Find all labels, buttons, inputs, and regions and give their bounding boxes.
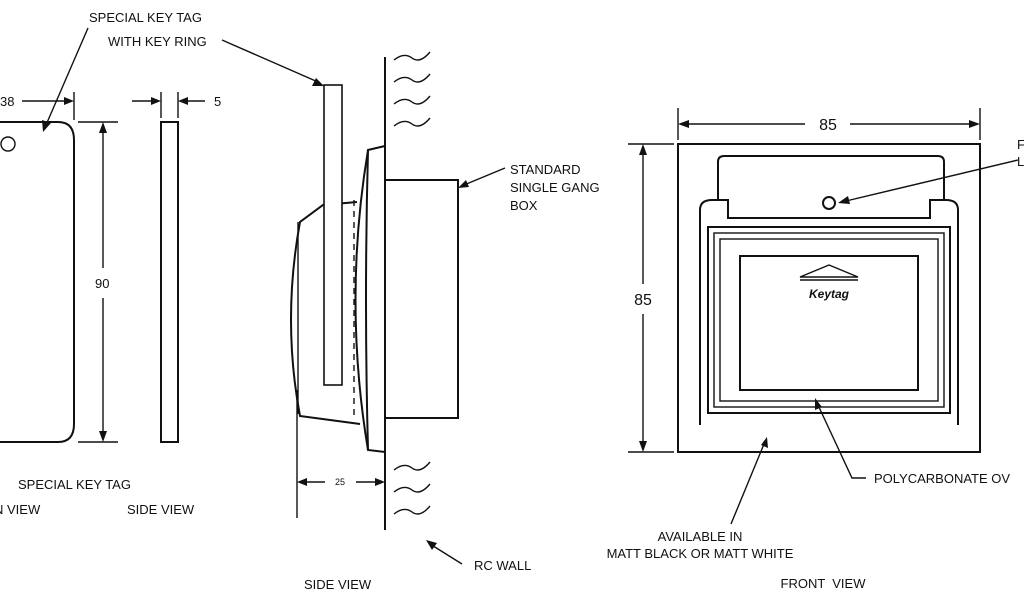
dim-front-width-value: 85 bbox=[819, 117, 837, 134]
window-frame-outer bbox=[707, 226, 951, 414]
key-tag-side-view bbox=[160, 121, 179, 443]
available-line1: AVAILABLE IN bbox=[658, 529, 743, 544]
switch-plate-side bbox=[290, 145, 386, 453]
tag-main-view-label: N VIEW bbox=[0, 502, 41, 517]
dim-front-height-value: 85 bbox=[634, 292, 652, 309]
dim-tag-thickness bbox=[132, 92, 205, 118]
led-label-2: L bbox=[1017, 154, 1024, 169]
key-tag-leader bbox=[45, 27, 89, 126]
front-view-label: FRONT VIEW bbox=[781, 576, 867, 591]
wall-section bbox=[384, 51, 431, 530]
rc-wall-label: RC WALL bbox=[474, 558, 531, 573]
gang-box-label-2: SINGLE GANG bbox=[510, 180, 600, 195]
available-line2: MATT BLACK OR MATT WHITE bbox=[607, 546, 794, 561]
rc-wall-leader bbox=[429, 543, 463, 565]
dim-tag-height bbox=[78, 121, 118, 443]
dim-tag-height-value: 90 bbox=[95, 276, 109, 291]
keytag-logo-text: Keytag bbox=[809, 287, 850, 301]
led-label-1: F bbox=[1017, 137, 1024, 152]
front-plate bbox=[677, 143, 981, 453]
key-tag-outline bbox=[0, 121, 75, 443]
tag-callout-line2: WITH KEY RING bbox=[108, 34, 207, 49]
tag-inserted-leader bbox=[221, 39, 319, 83]
window-frame-inner2 bbox=[719, 238, 939, 402]
tag-title: SPECIAL KEY TAG bbox=[18, 477, 131, 492]
tag-callout-line1: SPECIAL KEY TAG bbox=[89, 10, 202, 25]
polycarbonate-window bbox=[739, 255, 919, 391]
dim-depth bbox=[296, 390, 385, 518]
dim-tag-thickness-value: 5 bbox=[214, 94, 221, 109]
window-frame-inner bbox=[713, 232, 945, 408]
side-view-label: SIDE VIEW bbox=[304, 577, 372, 592]
key-tag-leader-arrow bbox=[42, 120, 51, 132]
gang-box-label-1: STANDARD bbox=[510, 162, 581, 177]
gang-box bbox=[384, 179, 459, 419]
key-ring-hole bbox=[0, 136, 16, 152]
tag-side-view-label: SIDE VIEW bbox=[127, 502, 195, 517]
keytag-logo-triangle bbox=[799, 264, 859, 281]
gang-box-label-3: BOX bbox=[510, 198, 538, 213]
front-slot bbox=[699, 155, 959, 425]
led-leader bbox=[845, 159, 1019, 202]
polycarbonate-label: POLYCARBONATE OV bbox=[874, 471, 1010, 486]
available-leader bbox=[730, 443, 765, 525]
dim-depth-value: 25 bbox=[335, 477, 345, 487]
key-tag-inserted bbox=[323, 84, 343, 386]
polycarbonate-leader bbox=[817, 404, 866, 479]
dim-tag-width-value: 38 bbox=[0, 94, 14, 109]
dim-front-width bbox=[677, 108, 981, 140]
dim-tag-width bbox=[22, 92, 75, 120]
key-tag-main-view bbox=[0, 121, 75, 443]
led-indicator bbox=[822, 196, 836, 210]
dim-front-height bbox=[628, 143, 674, 453]
gang-box-leader bbox=[463, 167, 506, 186]
